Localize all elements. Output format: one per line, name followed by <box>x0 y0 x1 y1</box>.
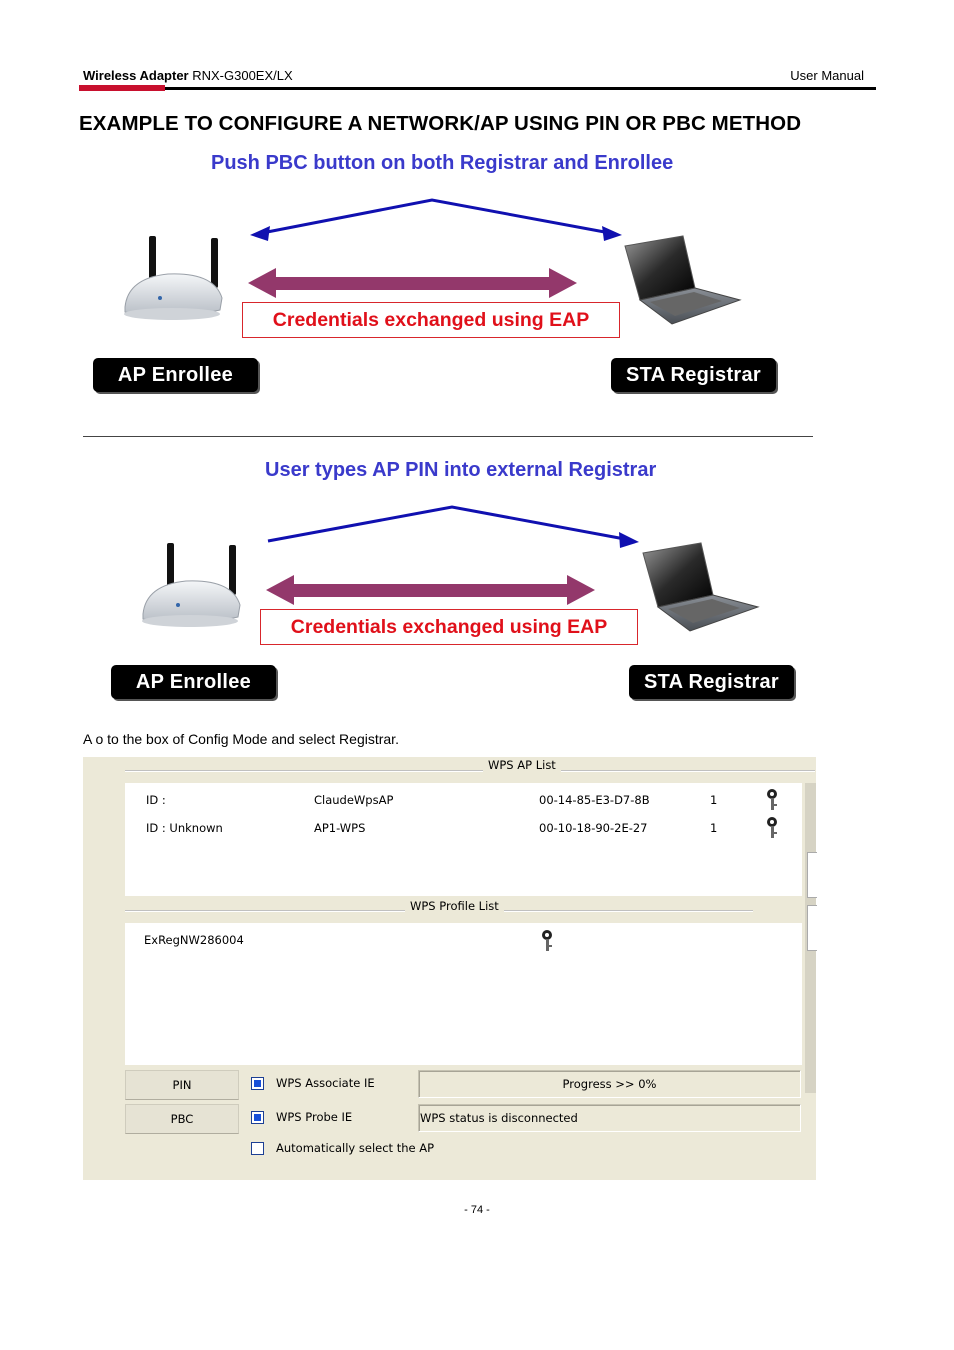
diagram2-purple-arrow <box>266 575 595 605</box>
ap-list-label: WPS AP List <box>483 758 561 772</box>
progress-field: Progress >> 0% <box>418 1070 801 1098</box>
diagram1-laptop-image <box>624 235 742 325</box>
ap-row-2-channel: 1 <box>710 821 718 835</box>
associate-ie-checkbox[interactable] <box>251 1077 264 1090</box>
header-product: Wireless Adapter RNX-G300EX/LX <box>83 68 293 83</box>
diagram2-credentials-box: Credentials exchanged using EAP <box>260 609 638 645</box>
page-number: - 74 - <box>464 1204 490 1216</box>
profile-list-label: WPS Profile List <box>405 899 504 913</box>
diagram1-sta-registrar-label: STA Registrar <box>611 358 776 392</box>
wps-window: WPS AP List ID : ClaudeWpsAP 00-14-85-E3… <box>83 757 817 1180</box>
diagram2-title: User types AP PIN into external Registra… <box>265 459 657 481</box>
pbc-button[interactable]: PBC <box>125 1104 239 1134</box>
side-button[interactable] <box>807 905 817 951</box>
auto-select-ap-checkbox[interactable] <box>251 1142 264 1155</box>
probe-ie-checkbox[interactable] <box>251 1111 264 1124</box>
probe-ie-label: WPS Probe IE <box>276 1110 353 1124</box>
ap-row-1-channel: 1 <box>710 793 718 807</box>
pin-button[interactable]: PIN <box>125 1070 239 1100</box>
ap-list-divider <box>125 770 815 772</box>
diagram1-title: Push PBC button on both Registrar and En… <box>211 152 674 174</box>
section-title: EXAMPLE TO CONFIGURE A NETWORK/AP USING … <box>79 112 802 135</box>
key-icon <box>767 817 777 838</box>
diagram1-purple-arrow <box>248 268 577 298</box>
ap-row-2-ssid: AP1-WPS <box>314 821 366 835</box>
diagram2-blue-arrow <box>267 505 639 548</box>
header-rule <box>165 87 876 90</box>
diagram1-credentials-box: Credentials exchanged using EAP <box>242 302 620 338</box>
diagram1-ap-enrollee-label: AP Enrollee <box>93 358 258 392</box>
ap-list-panel[interactable]: ID : ClaudeWpsAP 00-14-85-E3-D7-8B 1 ID … <box>125 783 802 896</box>
diagram-divider <box>83 436 813 437</box>
auto-select-ap-label: Automatically select the AP <box>276 1141 435 1155</box>
diagram1-router-image <box>124 236 223 320</box>
key-icon <box>542 930 552 951</box>
key-icon <box>767 789 777 810</box>
header-manual: User Manual <box>790 68 864 83</box>
diagram2-router-image <box>142 543 241 627</box>
header-product-name: Wireless Adapter <box>83 68 189 83</box>
diagram2-ap-enrollee-label: AP Enrollee <box>111 665 276 699</box>
profile-list-panel[interactable]: ExRegNW286004 <box>125 923 802 1065</box>
ap-row-1-ssid: ClaudeWpsAP <box>314 793 394 807</box>
ap-row-1-mac: 00-14-85-E3-D7-8B <box>539 793 650 807</box>
header-accent-bar <box>79 85 165 91</box>
ap-row-2-mac: 00-10-18-90-2E-27 <box>539 821 648 835</box>
diagram2-sta-registrar-label: STA Registrar <box>629 665 794 699</box>
instruction-caption: A o to the box of Config Mode and select… <box>83 731 399 747</box>
associate-ie-label: WPS Associate IE <box>276 1076 375 1090</box>
diagram2-laptop-image <box>642 542 760 632</box>
ap-row-2-id: ID : Unknown <box>146 821 223 835</box>
diagram1-blue-arrow <box>250 198 622 241</box>
ap-row-1-id: ID : <box>146 793 166 807</box>
profile-item[interactable]: ExRegNW286004 <box>144 933 244 947</box>
diagram-graphics <box>124 198 760 632</box>
header-product-model: RNX-G300EX/LX <box>188 68 293 83</box>
status-field: WPS status is disconnected <box>418 1104 801 1132</box>
side-button[interactable] <box>807 852 817 898</box>
